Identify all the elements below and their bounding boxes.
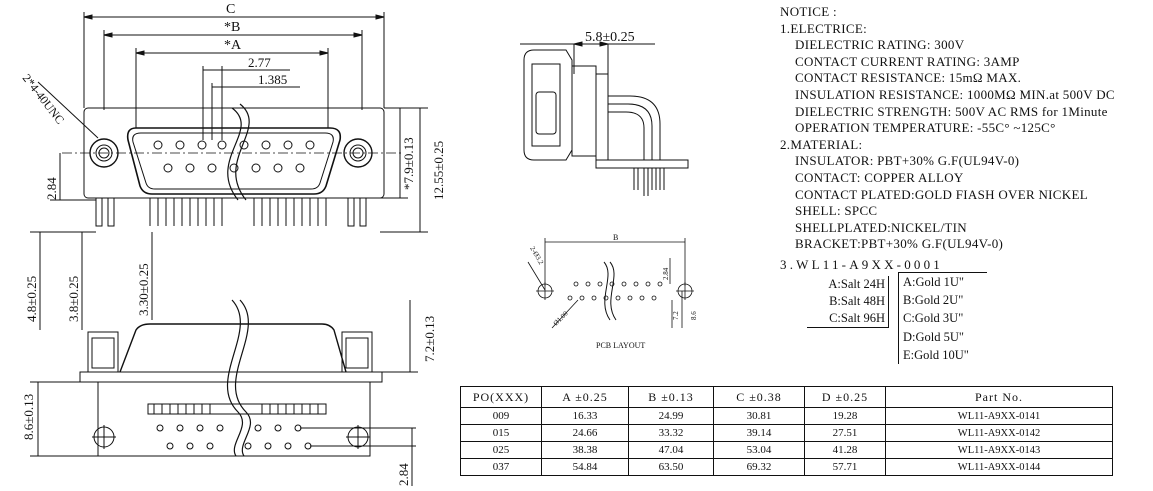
- table-cell: WL11-A9XX-0141: [885, 407, 1113, 425]
- material-item: CONTACT: COPPER ALLOY: [795, 169, 964, 185]
- pcb-caption: PCB LAYOUT: [596, 341, 645, 350]
- material-heading: 2.MATERIAL:: [780, 136, 863, 152]
- pcb-dim-86: 8.6: [690, 311, 698, 320]
- dim-left-inner: 3.30±0.25: [136, 263, 151, 316]
- table-row: 015 24.66 33.32 39.14 27.51 WL11-A9XX-01…: [460, 424, 1113, 442]
- salt-option: A:Salt 24H: [828, 277, 885, 291]
- table-cell: 24.66: [541, 424, 629, 442]
- bottom-pin-holes: [156, 424, 312, 450]
- salt-option: C:Salt 96H: [829, 311, 885, 325]
- table-row: 025 38.38 47.04 53.04 41.28 WL11-A9XX-01…: [460, 441, 1113, 459]
- table-cell: 53.04: [713, 441, 805, 459]
- pcb-dim-72: 7.2: [672, 311, 680, 320]
- gold-option: A:Gold 1U": [903, 275, 965, 289]
- table-header: Part No.: [885, 386, 1113, 408]
- table-row: 037 54.84 63.50 69.32 57.71 WL11-A9XX-01…: [460, 458, 1113, 476]
- table-header: D ±0.25: [804, 386, 886, 408]
- solder-pins: [95, 197, 367, 227]
- electric-item: CONTACT RESISTANCE: 15mΩ MAX.: [795, 70, 1022, 86]
- dim-a-label: *A: [224, 38, 242, 53]
- notice-title: NOTICE :: [780, 4, 837, 19]
- table-cell: WL11-A9XX-0142: [885, 424, 1113, 442]
- dim-height-total: 12.55±0.25: [431, 141, 446, 200]
- side-pin-ends: [153, 404, 319, 414]
- gold-option: E:Gold 10U": [903, 347, 969, 362]
- profile-dim-top: 5.8±0.25: [585, 30, 635, 45]
- salt-options: A:Salt 24H B:Salt 48H C:Salt 96H: [807, 276, 889, 328]
- electric-item: OPERATION TEMPERATURE: -55C° ~125C°: [795, 120, 1056, 136]
- material-item: SHELL: SPCC: [795, 203, 878, 219]
- gold-option: B:Gold 2U": [903, 293, 964, 308]
- table-header: C ±0.38: [713, 386, 805, 408]
- material-item: BRACKET:PBT+30% G.F(UL94V-0): [795, 236, 1004, 252]
- electric-item: INSULATION RESISTANCE: 1000MΩ MIN.at 500…: [795, 86, 1115, 102]
- table-cell: 41.28: [804, 441, 886, 459]
- electric-item: DIELECTRIC RATING: 300V: [795, 37, 965, 53]
- table-cell: WL11-A9XX-0143: [885, 441, 1113, 459]
- dimension-table: PO(XXX) A ±0.25 B ±0.13 C ±0.38 D ±0.25 …: [460, 386, 1113, 476]
- table-cell: 69.32: [713, 458, 805, 476]
- contact-pins-row-2: [163, 163, 305, 173]
- pcb-dim-hole: 2-Ø3.2: [528, 245, 545, 266]
- part-number-code: 3.WL11-A9XX-0001: [780, 257, 944, 272]
- table-cell: 57.71: [804, 458, 886, 476]
- material-item: CONTACT PLATED:GOLD FIASH OVER NICKEL: [795, 186, 1088, 202]
- table-cell: WL11-A9XX-0144: [885, 458, 1113, 476]
- table-cell: 38.38: [541, 441, 629, 459]
- pcb-layout: B 2-Ø3.2 Ø1.00 2.84 7.2 8.6 PCB LAYOUT: [527, 233, 698, 350]
- table-cell: 63.50: [628, 458, 714, 476]
- electric-item: CONTACT CURRENT RATING: 3AMP: [795, 53, 1020, 69]
- pcb-dim-b: B: [613, 233, 618, 242]
- dim-height-shell: *7.9±0.13: [401, 137, 416, 190]
- dim-offset: 2.84: [44, 177, 59, 200]
- table-cell: 009: [460, 407, 542, 425]
- gold-option: C:Gold 3U": [903, 311, 964, 326]
- thread-callout: 2*4-40UNC: [20, 71, 68, 126]
- dim-pitch-label: 2.77: [248, 55, 271, 70]
- dim-b-label: *B: [224, 20, 240, 35]
- electric-heading: 1.ELECTRICE:: [780, 20, 868, 36]
- table-cell: 19.28: [804, 407, 886, 425]
- table-cell: 54.84: [541, 458, 629, 476]
- side-view: 4.8±0.25 3.8±0.25 3.30±0.25: [21, 231, 437, 486]
- table-row: 009 16.33 24.99 30.81 19.28 WL11-A9XX-01…: [460, 407, 1113, 425]
- table-cell: 30.81: [713, 407, 805, 425]
- pcb-dim-284: 2.84: [662, 267, 670, 280]
- notice-block: NOTICE : 1.ELECTRICE: DIELECTRIC RATING:…: [780, 4, 1115, 253]
- dim-bottom: 2.84: [396, 463, 411, 486]
- table-cell: 47.04: [628, 441, 714, 459]
- dim-bottom-left: 8.6±0.13: [21, 394, 36, 440]
- dim-half-pitch-label: 1.385: [258, 72, 287, 87]
- table-cell: 24.99: [628, 407, 714, 425]
- table-cell: 27.51: [804, 424, 886, 442]
- table-header: B ±0.13: [628, 386, 714, 408]
- dim-right: 7.2±0.13: [422, 316, 437, 362]
- front-view: C *B *A 2.77 1.385 2*4-40UNC: [20, 2, 446, 233]
- table-cell: 037: [460, 458, 542, 476]
- material-item: INSULATOR: PBT+30% G.F(UL94V-0): [795, 153, 1020, 169]
- dim-left-outer: 4.8±0.25: [24, 276, 39, 322]
- table-cell: 39.14: [713, 424, 805, 442]
- dim-left-mid: 3.8±0.25: [66, 276, 81, 322]
- gold-options: A:Gold 1U" B:Gold 2U" C:Gold 3U" D:Gold …: [898, 272, 987, 365]
- table-header: PO(XXX): [460, 386, 542, 408]
- electric-item: DIELECTRIC STRENGTH: 500V AC RMS for 1Mi…: [795, 103, 1108, 119]
- table-cell: 33.32: [628, 424, 714, 442]
- profile-view: 5.8±0.25: [520, 30, 689, 196]
- salt-option: B:Salt 48H: [829, 294, 885, 308]
- pcb-pin-holes: [567, 281, 663, 301]
- table-cell: 015: [460, 424, 542, 442]
- table-header-row: PO(XXX) A ±0.25 B ±0.13 C ±0.38 D ±0.25 …: [460, 386, 1113, 408]
- table-cell: 025: [460, 441, 542, 459]
- table-header: A ±0.25: [541, 386, 629, 408]
- gold-option: D:Gold 5U": [903, 329, 965, 344]
- table-cell: 16.33: [541, 407, 629, 425]
- dim-c-label: C: [226, 2, 235, 17]
- material-item: SHELLPLATED:NICKEL/TIN: [795, 219, 967, 235]
